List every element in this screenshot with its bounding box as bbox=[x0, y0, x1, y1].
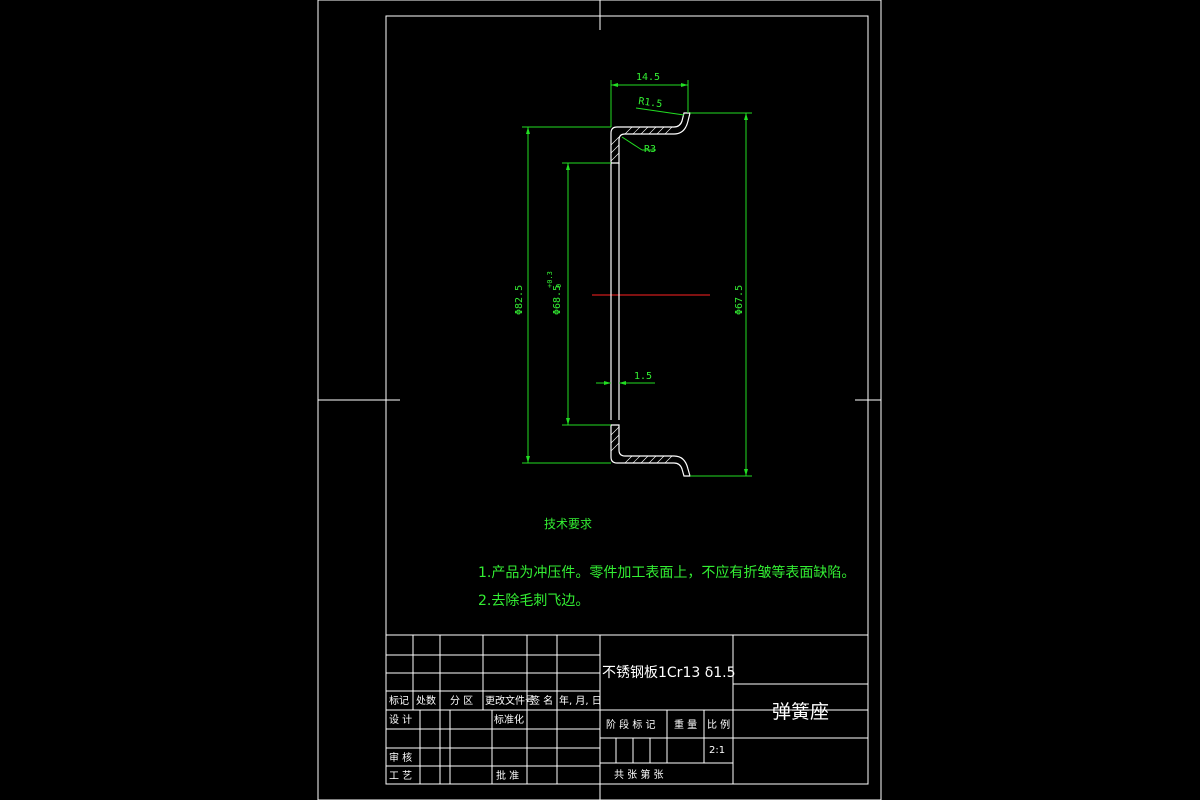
dim-width-top-label: 14.5 bbox=[636, 72, 660, 83]
dim-radius-inner bbox=[621, 136, 656, 151]
tb-header-mark: 标记 bbox=[389, 695, 409, 707]
tb-scale-value: 2:1 bbox=[709, 745, 725, 756]
notes-title: 技术要求 bbox=[544, 517, 592, 531]
dim-dia-bore-tol-lower: 0 bbox=[555, 284, 563, 288]
dim-thickness bbox=[596, 381, 655, 385]
tb-material: 不锈钢板1Cr13 δ1.5 bbox=[602, 665, 736, 681]
dim-thickness-label: 1.5 bbox=[634, 371, 652, 382]
tb-header-date: 年, 月, 日 bbox=[559, 694, 602, 707]
dim-dia-bore-tol-upper: +0.3 bbox=[546, 271, 554, 288]
notes-item-1: 1.产品为冲压件。零件加工表面上，不应有折皱等表面缺陷。 bbox=[478, 564, 855, 581]
notes-item-2: 2.去除毛刺飞边。 bbox=[478, 593, 589, 609]
dim-dia-outer bbox=[522, 126, 611, 464]
part-section-bottom bbox=[610, 424, 691, 477]
tb-review: 审 核 bbox=[389, 751, 412, 764]
dim-dia-right bbox=[690, 112, 752, 477]
dim-dia-bore bbox=[562, 162, 611, 426]
dim-dia-right-label: Φ67.5 bbox=[734, 285, 745, 315]
tb-part-name: 弹簧座 bbox=[772, 701, 829, 723]
tb-header-change-doc: 更改文件号 bbox=[485, 694, 535, 707]
tb-standardize: 标准化 bbox=[494, 713, 524, 726]
tb-scale-label: 比 例 bbox=[707, 718, 730, 731]
tb-approve: 批 准 bbox=[496, 769, 519, 782]
section-hatch bbox=[610, 126, 673, 464]
dim-width-top bbox=[610, 80, 689, 127]
dim-radius-top-label: R1.5 bbox=[638, 96, 663, 110]
dim-radius-inner-label: R3 bbox=[644, 144, 656, 155]
tb-design: 设 计 bbox=[389, 713, 412, 726]
dim-dia-outer-label: Φ82.5 bbox=[514, 285, 525, 315]
title-block-grid bbox=[385, 634, 869, 785]
tb-header-signature: 签 名 bbox=[530, 694, 553, 707]
tb-stage-mark: 阶 段 标 记 bbox=[606, 718, 656, 731]
tb-process: 工 艺 bbox=[389, 770, 412, 782]
dim-radius-top bbox=[635, 107, 685, 116]
tb-header-zone: 分 区 bbox=[450, 695, 473, 707]
tb-header-count: 处数 bbox=[416, 694, 436, 707]
tb-weight: 重 量 bbox=[674, 718, 697, 731]
dim-dia-bore-label: Φ68.5 bbox=[552, 285, 563, 315]
tb-sheets: 共 张 第 张 bbox=[614, 768, 664, 781]
